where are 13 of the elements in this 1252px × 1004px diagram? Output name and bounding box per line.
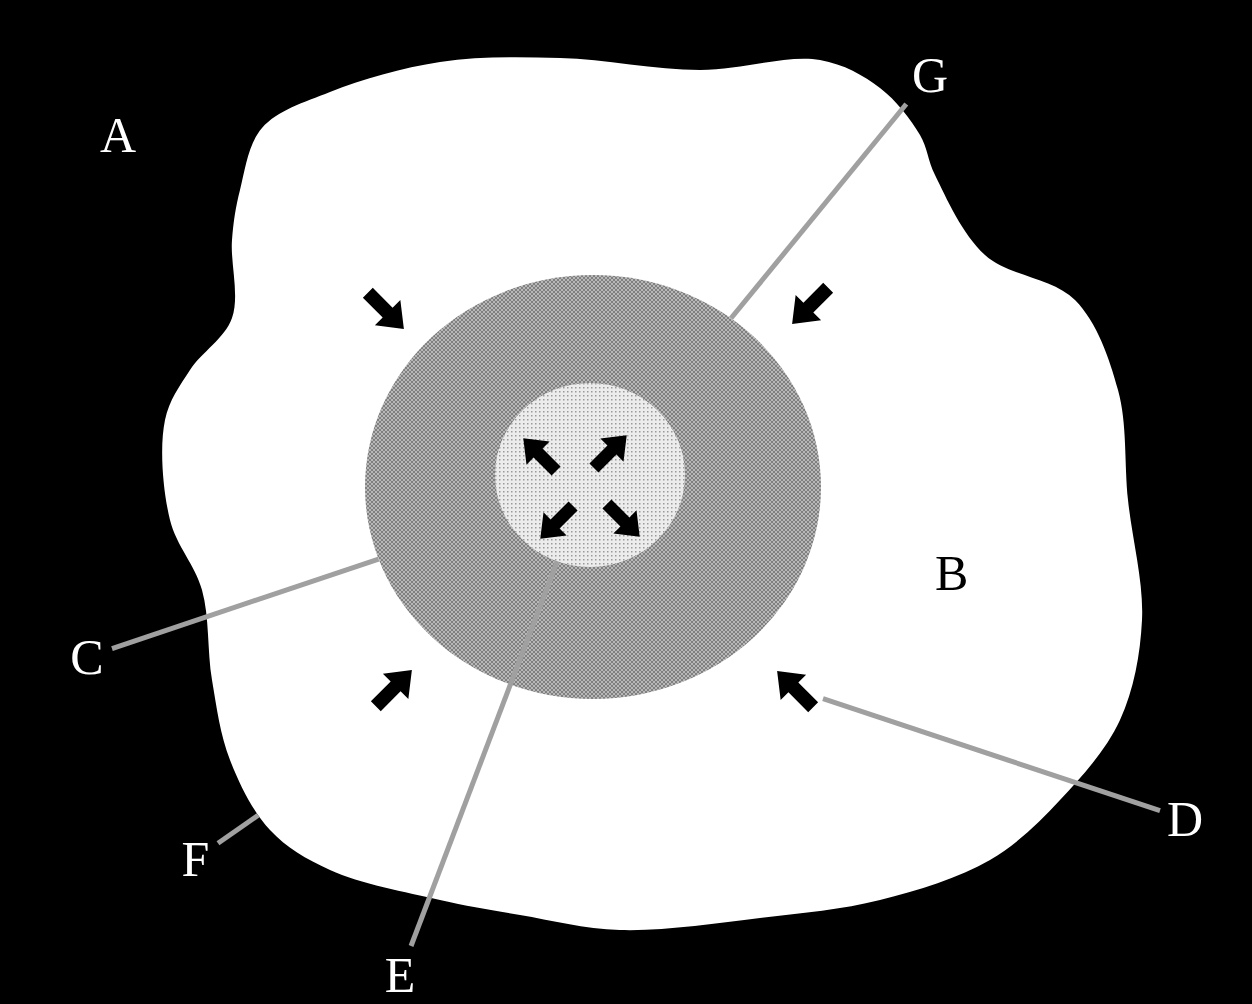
- leader-line: [408, 560, 560, 947]
- leader-line: [111, 556, 380, 651]
- callout-letter: D: [1160, 790, 1210, 848]
- callout-letter: C: [62, 628, 112, 686]
- ring-zone: [365, 275, 821, 699]
- inner-core-circle: [495, 383, 685, 567]
- leader-line: [822, 696, 1161, 814]
- callout-letter: F: [173, 830, 218, 888]
- leader-line: [216, 813, 260, 846]
- callout-letter: G: [905, 46, 955, 104]
- region-label: B: [935, 548, 969, 598]
- region-label: A: [100, 110, 137, 160]
- callout-letter: E: [375, 946, 425, 1004]
